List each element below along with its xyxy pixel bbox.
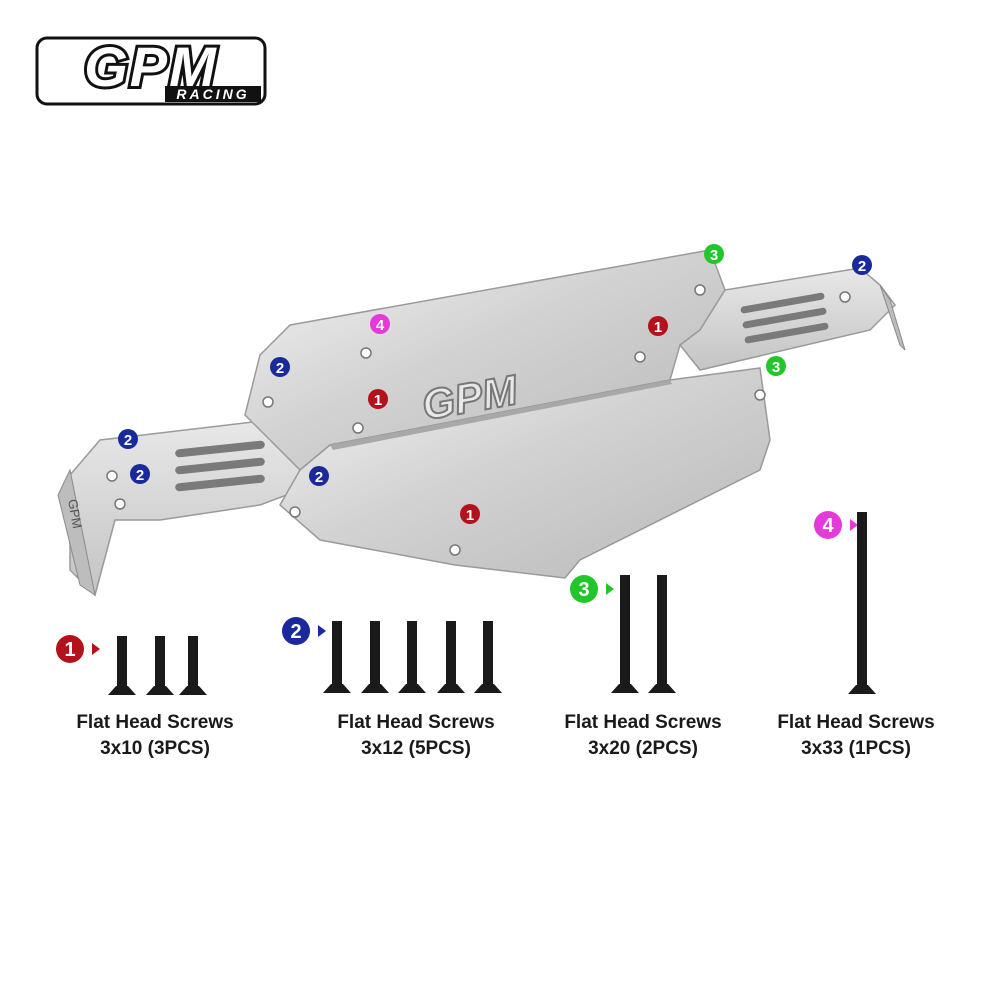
screw-group-2: 2 — [282, 617, 502, 693]
svg-text:4: 4 — [822, 515, 834, 537]
marker-2-rear: 2 — [852, 255, 872, 275]
caption-screw-3: Flat Head Screws 3x20 (2PCS) — [564, 712, 722, 759]
marker-3-right: 3 — [766, 356, 786, 376]
svg-text:2: 2 — [276, 360, 284, 377]
svg-text:1: 1 — [64, 639, 75, 661]
part-stamp: GPM — [65, 498, 85, 530]
screw-3x20 — [611, 575, 676, 693]
svg-text:3: 3 — [710, 247, 718, 264]
svg-text:2: 2 — [290, 621, 301, 643]
marker-2-front-bottom: 2 — [130, 464, 150, 484]
svg-text:1: 1 — [466, 507, 474, 524]
screw-group-1: 1 — [56, 635, 207, 695]
screw-group-4: 4 — [814, 511, 876, 694]
screw-group-3: 3 — [570, 575, 676, 693]
screw-3x33 — [848, 512, 876, 694]
caption-screw-2: Flat Head Screws 3x12 (5PCS) — [337, 712, 495, 759]
logo-subtext: RACING — [176, 86, 249, 102]
marker-3-top: 3 — [704, 244, 724, 264]
plate-logo-text: GPM — [418, 366, 521, 429]
marker-1-right: 1 — [648, 316, 668, 336]
svg-text:2: 2 — [136, 467, 144, 484]
svg-text:1: 1 — [374, 392, 382, 409]
screw-3x12 — [323, 621, 502, 693]
svg-text:2: 2 — [124, 432, 132, 449]
screw-marker-4 — [814, 511, 842, 539]
marker-2-left-upper: 2 — [270, 357, 290, 377]
marker-2-front-top: 2 — [118, 429, 138, 449]
front-tongue: GPM — [57, 419, 301, 597]
marker-2-left-lower: 2 — [309, 466, 329, 486]
screw-marker-1 — [56, 635, 84, 663]
caption-screw-4: Flat Head Screws 3x33 (1PCS) — [777, 712, 935, 759]
svg-text:1: 1 — [654, 319, 662, 336]
svg-text:3: 3 — [772, 359, 780, 376]
marker-1-lower: 1 — [460, 504, 480, 524]
svg-text:2: 2 — [858, 258, 866, 275]
caption-screw-1: Flat Head Screws 3x10 (3PCS) — [76, 712, 234, 759]
marker-1-center: 1 — [368, 389, 388, 409]
screw-marker-3 — [570, 575, 598, 603]
screw-marker-2 — [282, 617, 310, 645]
main-plate-lower: GPM — [279, 365, 771, 579]
marker-4: 4 — [370, 314, 390, 334]
svg-text:4: 4 — [376, 317, 385, 334]
gpm-racing-logo: GPM RACING — [35, 36, 267, 106]
screw-holes — [106, 284, 851, 556]
svg-text:3: 3 — [578, 579, 589, 601]
svg-text:2: 2 — [315, 469, 323, 486]
screw-3x10 — [108, 636, 207, 695]
